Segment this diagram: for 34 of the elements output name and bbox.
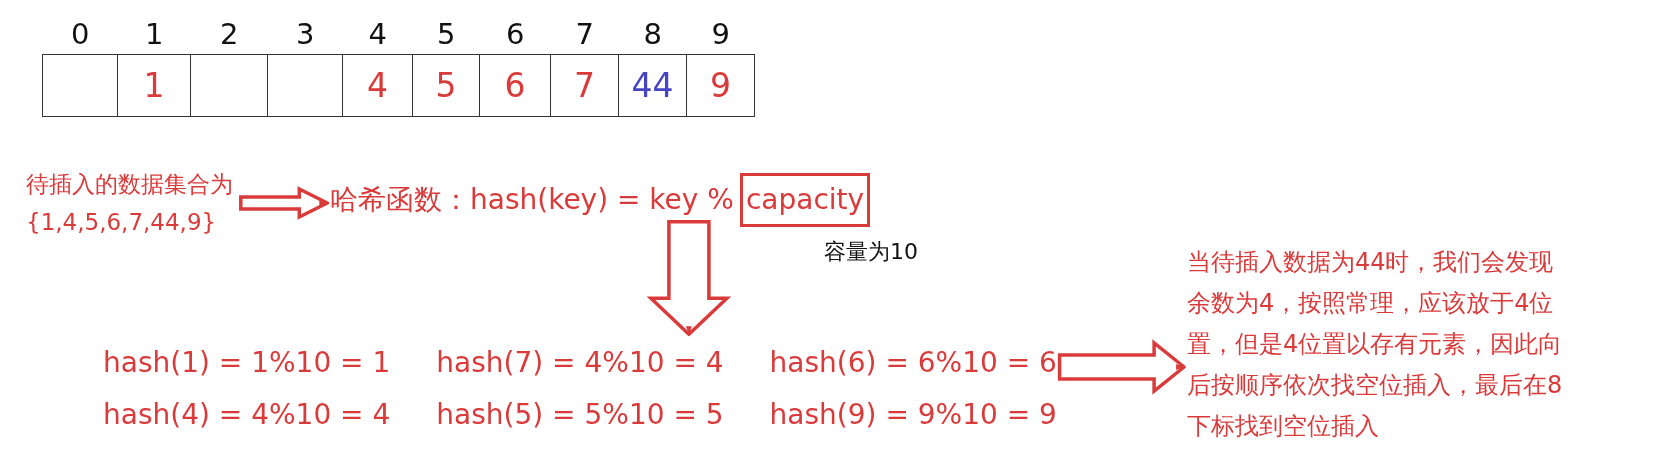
- annotation-text: 容量为10: [823, 238, 918, 266]
- formula-text: hash(1) = 1%10 = 1: [103, 345, 391, 381]
- block-arrow: [239, 186, 330, 220]
- index-number: 7: [575, 17, 594, 51]
- array-cell: [267, 54, 343, 117]
- index-number: 0: [71, 17, 90, 51]
- index-number: 1: [145, 17, 164, 51]
- formula-text: hash(4) = 4%10 = 4: [103, 397, 391, 433]
- index-number: 5: [437, 17, 456, 51]
- index-number: 2: [220, 17, 239, 51]
- highlight-box: capacity: [739, 173, 871, 227]
- block-arrow: [1057, 339, 1186, 395]
- formula-text: hash(5) = 5%10 = 5: [436, 397, 724, 433]
- formula-text: hash(6) = 6%10 = 6: [769, 345, 1057, 381]
- index-number: 6: [506, 17, 525, 51]
- index-number: 4: [368, 17, 387, 51]
- array-cell: 5: [412, 54, 480, 117]
- hash-function-text: 哈希函数：hash(key) = key %: [330, 181, 734, 219]
- array-cell: 1: [117, 54, 191, 117]
- formula-text: hash(7) = 4%10 = 4: [436, 345, 724, 381]
- data-set-text: 待插入的数据集合为{1,4,5,6,7,44,9}: [26, 165, 238, 241]
- index-number: 3: [296, 17, 315, 51]
- index-number: 9: [711, 17, 730, 51]
- array-cell: 9: [686, 54, 755, 117]
- formula-text: hash(9) = 9%10 = 9: [769, 397, 1057, 433]
- index-number: 8: [643, 17, 662, 51]
- array-cell: [42, 54, 118, 117]
- array-cell: 7: [550, 54, 619, 117]
- array-cell: [190, 54, 268, 117]
- explanation-text: 当待插入数据为44时，我们会发现余数为4，按照常理，应该放于4位置，但是4位置以存有元素，因此向后按顺序依次找空位插入，最后在8下标找到空位插入: [1186, 242, 1567, 447]
- array-cell: 4: [342, 54, 413, 117]
- array-cell: 44: [618, 54, 687, 117]
- array-cell: 6: [479, 54, 551, 117]
- block-arrow: [646, 220, 732, 337]
